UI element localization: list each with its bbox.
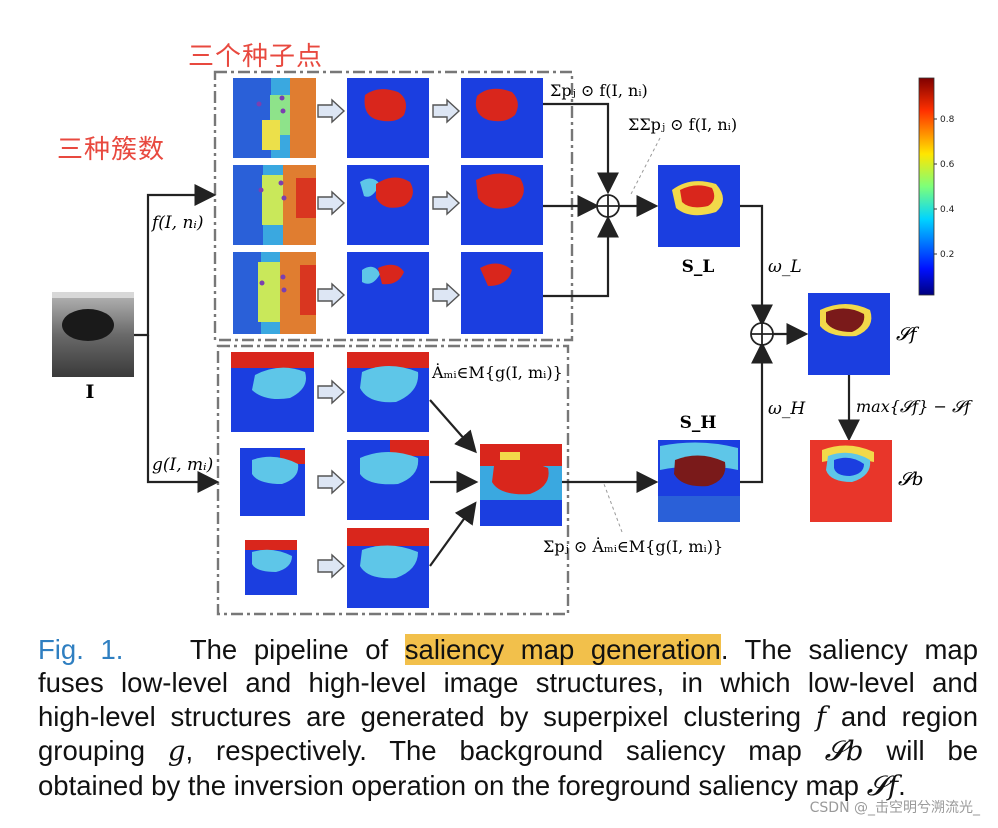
figure-label: Fig. 1. bbox=[38, 634, 124, 665]
f-function-label: f(I, nᵢ) bbox=[150, 213, 203, 233]
caption-line-1: Fig. 1. The pipeline of saliency map gen… bbox=[38, 633, 978, 666]
caption-text: The pipeline of bbox=[189, 634, 389, 665]
region-image-2 bbox=[240, 448, 305, 516]
caption-line-3: high-level structures are generated by s… bbox=[38, 700, 979, 733]
sumsum-f-label: ΣΣpⱼ ⊙ f(I, nᵢ) bbox=[628, 115, 737, 134]
high-level-group-box bbox=[216, 344, 570, 616]
cluster-map-1b bbox=[461, 78, 543, 158]
cluster-map-2b bbox=[461, 165, 543, 245]
colorbar-tick-0.2: 0.2 bbox=[940, 250, 954, 260]
figure-caption: Fig. 1. The pipeline of saliency map gen… bbox=[38, 633, 978, 803]
superpixel-row-3 bbox=[233, 252, 316, 334]
input-ultrasound-image bbox=[52, 292, 134, 377]
merged-region-map bbox=[480, 444, 562, 526]
colorbar-tick-0.4: 0.4 bbox=[940, 205, 955, 215]
cluster-map-3b bbox=[461, 252, 543, 334]
inversion-label: max{𝓢f} − 𝓢f bbox=[856, 397, 973, 416]
s-l-label: S_L bbox=[682, 257, 715, 277]
g-function-label: g(I, mᵢ) bbox=[152, 455, 213, 475]
seeds-annotation: 三个种子点 bbox=[188, 42, 324, 72]
highlighted-phrase: saliency map generation bbox=[404, 634, 721, 665]
superpixel-row-2 bbox=[233, 165, 316, 245]
input-label: I bbox=[86, 381, 95, 403]
clusters-annotation: 三种簇数 bbox=[57, 135, 166, 165]
superpixel-row-1 bbox=[233, 78, 316, 158]
region-image-3 bbox=[245, 540, 297, 595]
region-image-1 bbox=[231, 352, 314, 432]
arrow-to-f bbox=[134, 184, 217, 337]
s-b-map bbox=[810, 440, 892, 522]
pipeline-figure: I f(I, nᵢ) g(I, mᵢ) bbox=[52, 70, 973, 616]
cluster-map-2a bbox=[347, 165, 429, 245]
sum-f-label: Σpⱼ ⊙ f(I, nᵢ) bbox=[550, 81, 648, 100]
omega-l-label: ω_L bbox=[768, 257, 802, 277]
s-f-label: 𝓢f bbox=[896, 324, 920, 345]
arrow-to-g bbox=[146, 335, 220, 493]
cluster-map-1a bbox=[347, 78, 429, 158]
caption-line-5: obtained by the inversion operation on t… bbox=[38, 769, 906, 802]
watermark: CSDN @_击空明兮溯流光_ bbox=[809, 800, 980, 816]
colorbar-tick-0.8: 0.8 bbox=[940, 115, 955, 125]
caption-line-2: fuses low-level and high-level image str… bbox=[38, 667, 978, 699]
omega-h-label: ω_H bbox=[768, 399, 806, 419]
caption-line-4: grouping g, respectively. The background… bbox=[38, 735, 979, 768]
region-image-1b bbox=[347, 352, 429, 432]
seed-points bbox=[256, 95, 287, 293]
colorbar-tick-0.6: 0.6 bbox=[940, 160, 955, 170]
s-b-label: 𝓢b bbox=[898, 469, 923, 490]
cluster-map-3a bbox=[347, 252, 429, 334]
s-h-label: S_H bbox=[680, 413, 717, 433]
s-h-map bbox=[658, 440, 740, 522]
colorbar: 0.8 0.6 0.4 0.2 bbox=[918, 77, 955, 296]
region-image-3b bbox=[347, 528, 429, 608]
sum-a-g-label: Σpⱼ ⊙ Ȧₘᵢ∈M{g(I, mᵢ)} bbox=[543, 536, 723, 556]
a-g-label: Ȧₘᵢ∈M{g(I, mᵢ)} bbox=[431, 362, 563, 382]
caption-text: . The saliency map bbox=[720, 634, 979, 665]
s-f-map bbox=[808, 293, 890, 375]
s-l-map bbox=[658, 165, 740, 247]
region-image-2b bbox=[347, 440, 429, 520]
